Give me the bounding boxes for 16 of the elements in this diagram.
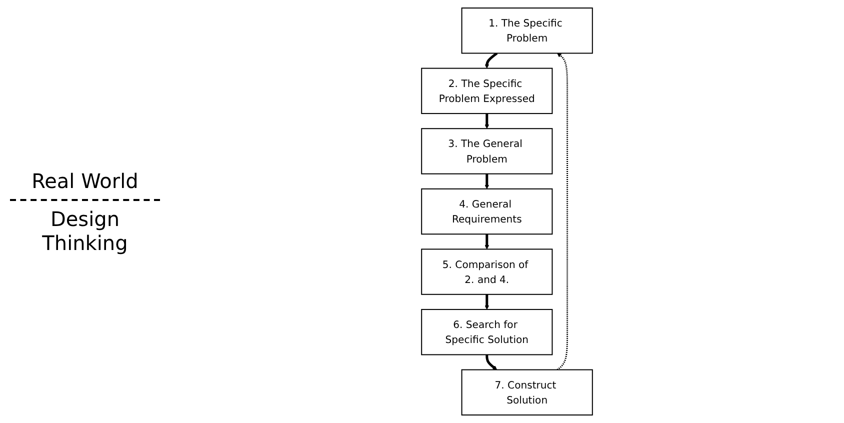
arrow bbox=[486, 354, 498, 370]
region-label: Design Thinking bbox=[41, 206, 129, 256]
node-box: 4. General Requirements bbox=[421, 188, 553, 235]
node-box: 6. Search for Specific Solution bbox=[421, 308, 553, 356]
arrow bbox=[556, 53, 568, 370]
arrow bbox=[484, 114, 490, 129]
arrow bbox=[484, 234, 490, 250]
node-box: 5. Comparison of 2. and 4. bbox=[421, 248, 553, 295]
region-label: Real World bbox=[30, 168, 140, 194]
arrow bbox=[484, 294, 490, 310]
node-box: 7. Construct Solution bbox=[461, 369, 593, 416]
arrow bbox=[484, 174, 490, 190]
node-box: 2. The Specific Problem Expressed bbox=[421, 68, 553, 114]
node-box: 1. The Specific Problem bbox=[461, 8, 593, 54]
node-box: 3. The General Problem bbox=[421, 128, 553, 174]
arrow bbox=[484, 52, 498, 68]
